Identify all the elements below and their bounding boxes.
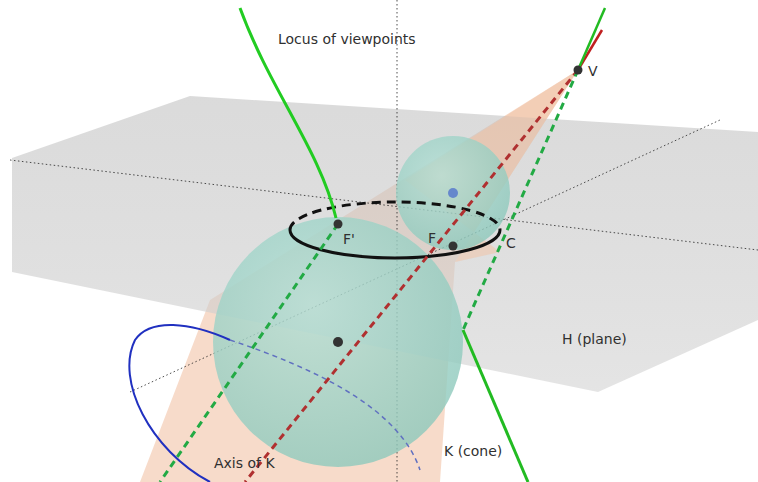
locus-line [578, 8, 605, 70]
caption-label: Locus of viewpoints [278, 32, 416, 46]
coordinate-axes [10, 0, 758, 482]
cone-label: K (cone) [444, 444, 502, 458]
small-sphere [396, 136, 510, 250]
point-label: V [588, 64, 598, 78]
point-label: F [428, 231, 436, 245]
points [333, 66, 583, 348]
locus-line-lower [463, 330, 528, 482]
locus-dashed [463, 70, 578, 330]
base-curve-hidden [230, 340, 420, 470]
axis-line-dashed [245, 70, 578, 482]
ellipse-front [290, 230, 500, 258]
axis-label: Axis of K [214, 456, 275, 470]
point-label: F' [343, 232, 355, 246]
curve-label: C [506, 236, 516, 250]
locus-dashed-left [160, 224, 338, 482]
plane-label: H (plane) [562, 332, 627, 346]
